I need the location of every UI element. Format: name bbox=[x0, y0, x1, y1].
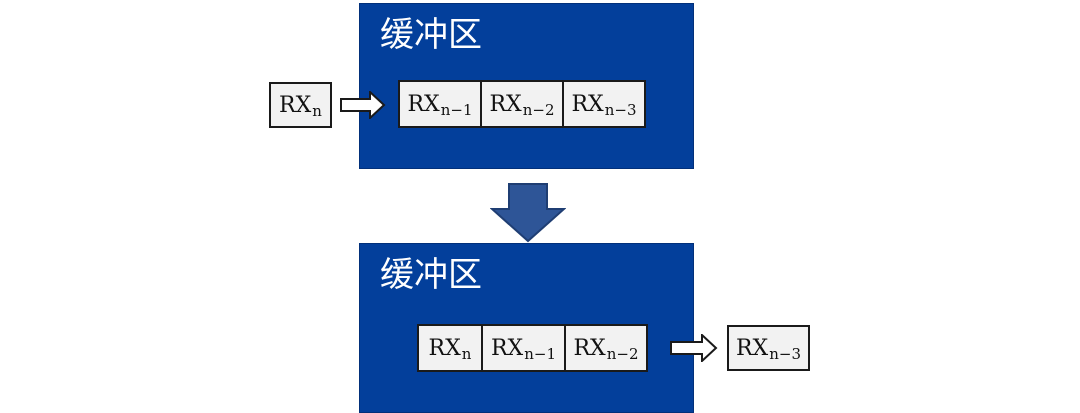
cell-label: RX bbox=[573, 335, 606, 361]
cell-subscript: n−1 bbox=[440, 101, 473, 119]
buffer-title: 缓冲区 bbox=[380, 255, 482, 295]
cell-label: RX bbox=[490, 335, 524, 361]
cell-subscript: n−3 bbox=[604, 101, 637, 119]
cell-label: RX bbox=[407, 91, 440, 117]
cell-subscript: n−1 bbox=[524, 345, 556, 363]
cell-subscript: n bbox=[461, 345, 472, 363]
cell-label: RX bbox=[489, 91, 522, 117]
cell-subscript: n−2 bbox=[522, 101, 555, 119]
packet-label: RX bbox=[279, 92, 312, 118]
right-arrow-icon bbox=[340, 91, 386, 119]
packet-subscript: n−3 bbox=[769, 345, 801, 363]
packet-subscript: n bbox=[312, 102, 322, 120]
cell-label: RX bbox=[571, 91, 604, 117]
down-arrow-icon bbox=[490, 183, 566, 243]
packet-label: RX bbox=[735, 335, 769, 361]
cell-label: RX bbox=[428, 335, 461, 361]
right-arrow-icon bbox=[670, 334, 718, 362]
buffer-title: 缓冲区 bbox=[380, 15, 482, 55]
cell-subscript: n−2 bbox=[606, 345, 639, 363]
